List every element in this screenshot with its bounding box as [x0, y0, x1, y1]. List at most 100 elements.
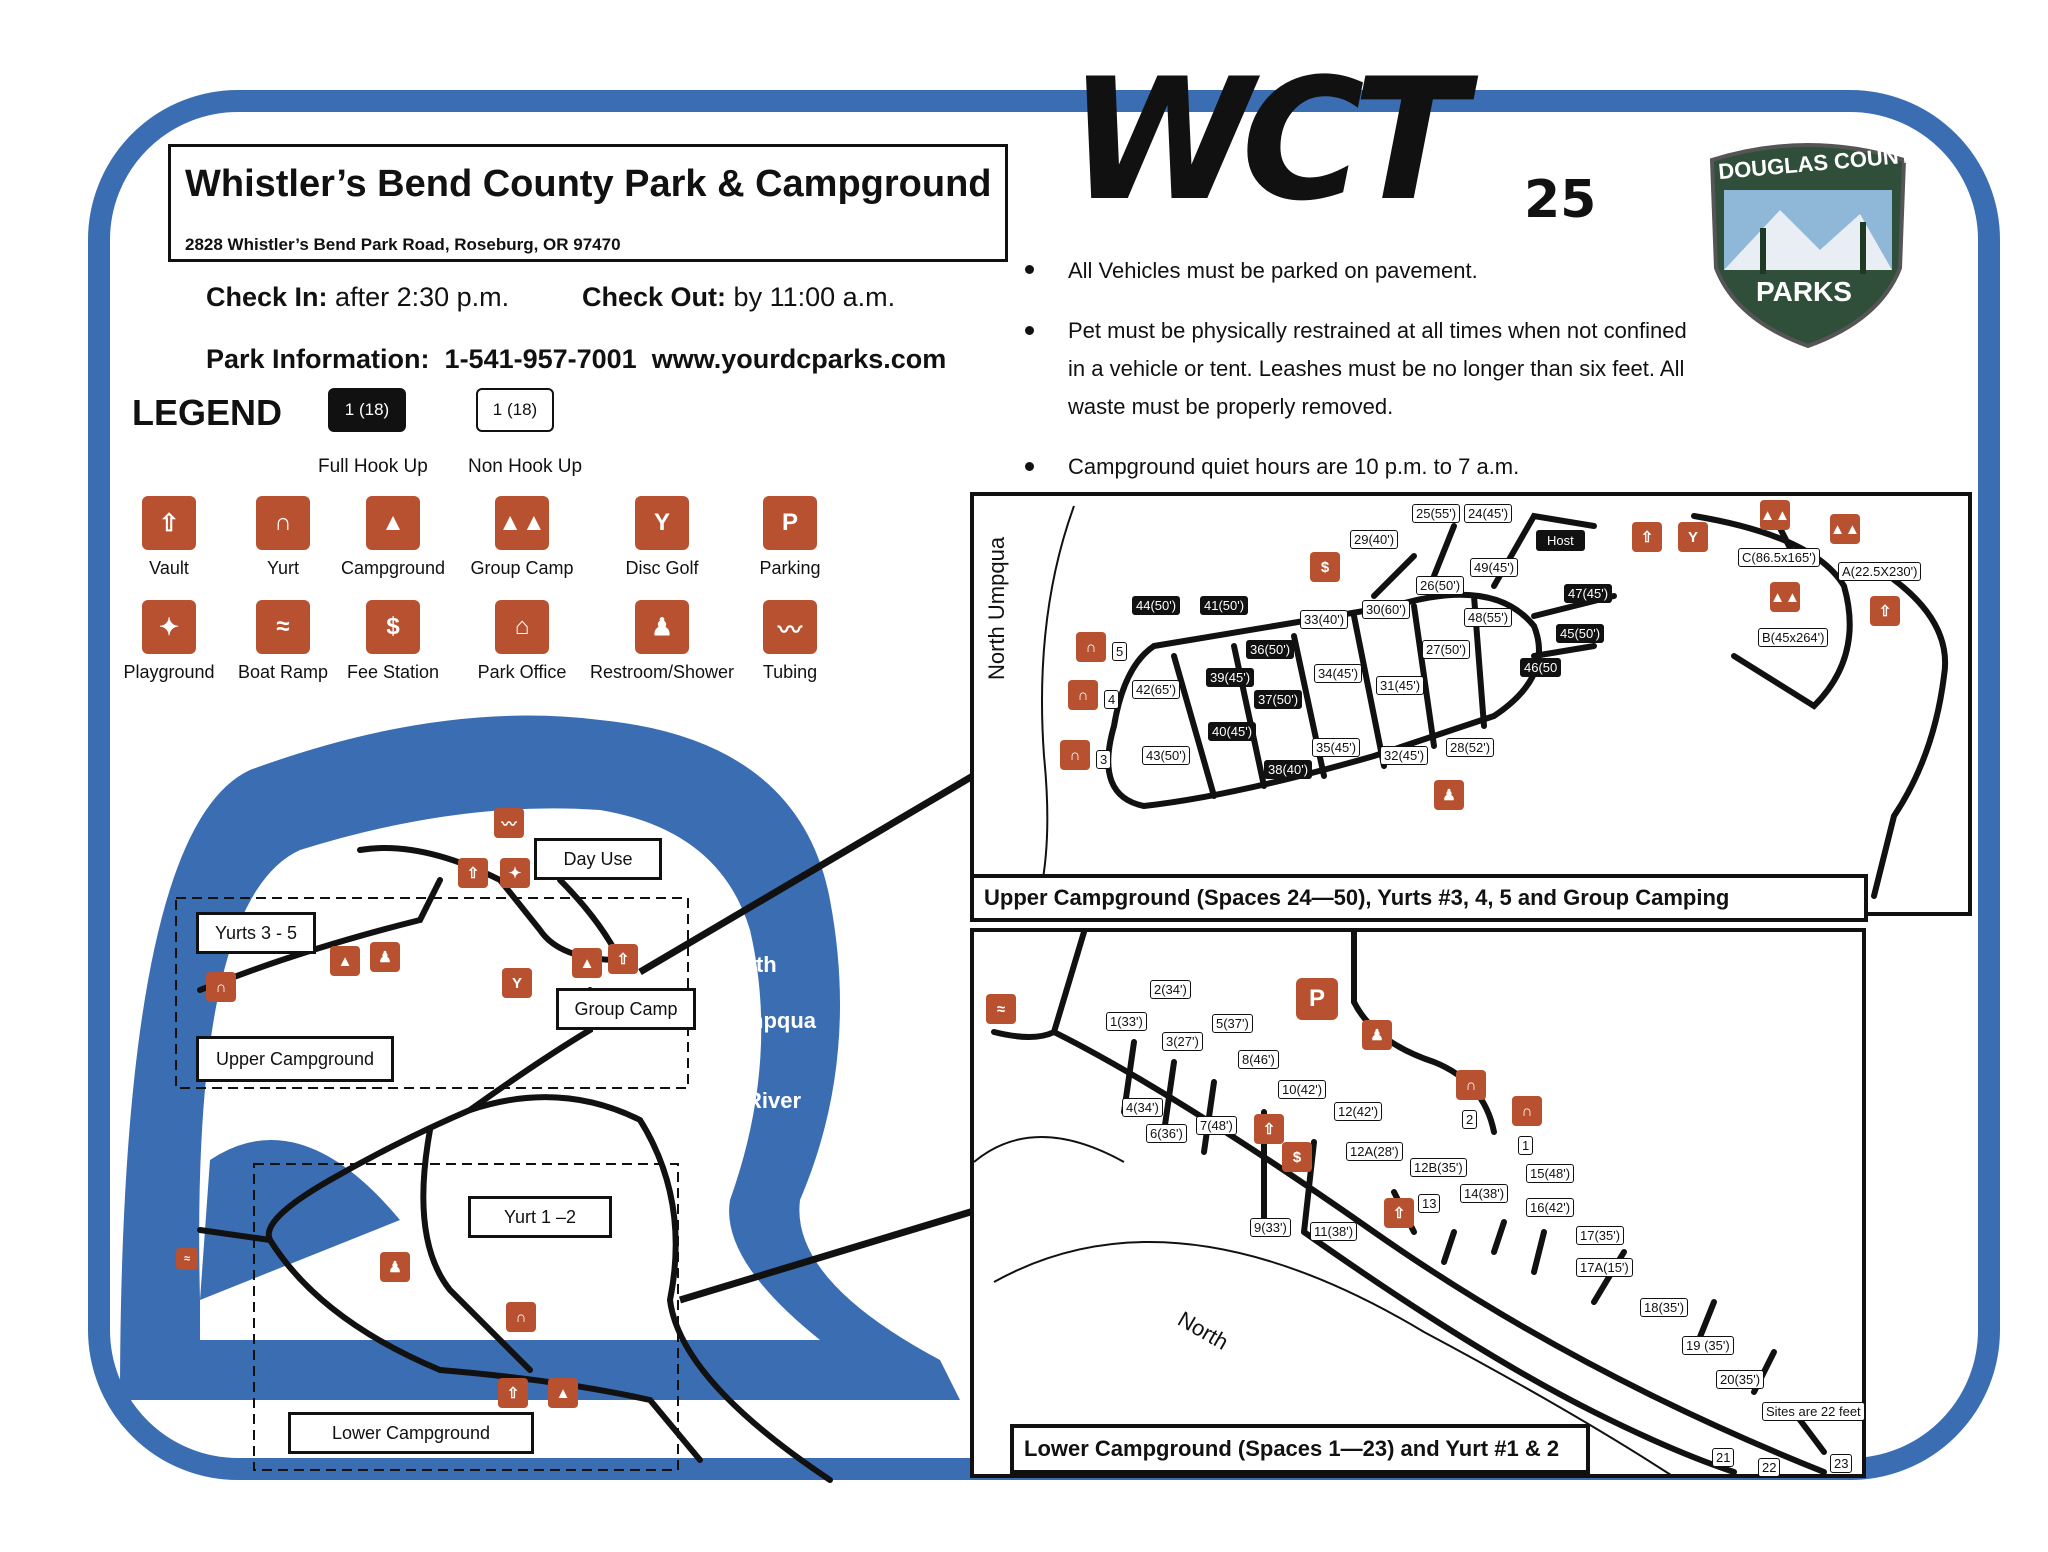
site-full-hookup: 44(50'): [1132, 596, 1181, 615]
fee-station-icon: $: [1282, 1142, 1312, 1172]
bullet-icon: [1025, 462, 1034, 471]
vault-icon: ⇧: [608, 944, 638, 974]
rule-pets: Pet must be physically restrained at all…: [1068, 318, 1687, 419]
group-camp-icon: ▲: [572, 948, 602, 978]
playground-icon: ✦: [142, 600, 196, 654]
legend-full-hookup-label: Full Hook Up: [318, 456, 428, 477]
tubing-icon: 〰: [763, 600, 817, 654]
disc-golf-icon: Y: [502, 968, 532, 998]
address: 2828 Whistler’s Bend Park Road, Roseburg…: [185, 235, 621, 254]
legend-label: Playground: [123, 662, 215, 682]
restroom-shower-icon: ♟: [370, 942, 400, 972]
campground-icon: ▲: [330, 946, 360, 976]
lower-site: 23: [1830, 1454, 1853, 1473]
rule-quiet-hours: Campground quiet hours are 10 p.m. to 7 …: [1068, 454, 1520, 479]
yurt-icon: ∩: [506, 1302, 536, 1332]
yurt-icon: ∩: [1060, 740, 1090, 770]
fee-station-icon: $: [366, 600, 420, 654]
lower-site: 12A(28'): [1346, 1142, 1403, 1161]
upper-campground-inset: [970, 492, 1972, 917]
legend-label: Boat Ramp: [237, 662, 329, 682]
lower-site: 14(38'): [1460, 1184, 1509, 1203]
site-group: B(45x264'): [1758, 628, 1829, 647]
lower-site: 11(38'): [1310, 1222, 1358, 1241]
legend-title: LEGEND: [132, 392, 283, 433]
lower-site: 10(42'): [1278, 1080, 1327, 1099]
badge-bottom-text: PARKS: [1756, 276, 1852, 307]
site-non-hookup: 43(50'): [1142, 746, 1191, 765]
legend-label: Group Camp: [470, 558, 574, 578]
group-camp-icon: ▲▲: [1770, 582, 1800, 612]
rule-parking: All Vehicles must be parked on pavement.: [1068, 258, 1478, 283]
site-non-hookup: 25(55'): [1412, 504, 1461, 523]
site-non-hookup: 31(45'): [1376, 676, 1425, 695]
bullet-icon: [1025, 265, 1034, 274]
vault-icon: ⇧: [1254, 1114, 1284, 1144]
lower-site: 15(48'): [1526, 1164, 1575, 1183]
label-upper-campground: Upper Campground: [196, 1036, 394, 1082]
legend-label: Campground: [340, 558, 446, 578]
lower-campground-caption: Lower Campground (Spaces 1—23) and Yurt …: [1010, 1424, 1590, 1474]
lower-site: 16(42'): [1526, 1198, 1575, 1217]
lower-site: 5(37'): [1212, 1014, 1253, 1033]
site-full-hookup: 47(45'): [1564, 584, 1613, 603]
campground-icon: ▲: [548, 1378, 578, 1408]
lower-site: 8(46'): [1238, 1050, 1279, 1069]
river-label-umpqua: Umpqua: [728, 1008, 816, 1033]
site-group: C(86.5x165'): [1738, 548, 1821, 567]
site-full-hookup: 41(50'): [1200, 596, 1249, 615]
legend-label: Park Office: [477, 662, 567, 682]
legend-label: Parking: [759, 558, 821, 578]
legend-label: Fee Station: [346, 662, 440, 682]
park-information: Park Information: 1-541-957-7001 www.you…: [206, 344, 947, 374]
yurt-icon: ∩: [256, 496, 310, 550]
yurt-icon: ∩: [1076, 632, 1106, 662]
legend-label: Yurt: [266, 558, 300, 578]
site-non-hookup: 30(60'): [1362, 600, 1411, 619]
yurt-number: 3: [1096, 750, 1112, 769]
check-out: Check Out: by 11:00 a.m.: [582, 282, 896, 312]
lower-site: 3(27'): [1162, 1032, 1203, 1051]
lower-site: 1(33'): [1106, 1012, 1147, 1031]
legend-full-hookup-badge: 1 (18): [328, 388, 406, 432]
restroom-shower-icon: ♟: [635, 600, 689, 654]
page-title: Whistler’s Bend County Park & Campground: [185, 163, 992, 205]
vault-icon: ⇧: [142, 496, 196, 550]
lower-site: 4(34'): [1122, 1098, 1163, 1117]
vault-icon: ⇧: [1632, 522, 1662, 552]
site-full-hookup: 39(45'): [1206, 668, 1255, 687]
lower-site: 2(34'): [1150, 980, 1191, 999]
parking-icon: P: [763, 496, 817, 550]
lower-site: 13: [1418, 1194, 1441, 1213]
site-non-hookup: 32(45'): [1380, 746, 1429, 765]
lower-site: 18(35'): [1640, 1298, 1689, 1317]
campground-icon: ▲: [366, 496, 420, 550]
park-office-icon: ⌂: [495, 600, 549, 654]
site-non-hookup: 24(45'): [1464, 504, 1513, 523]
site-full-hookup: 38(40'): [1264, 760, 1313, 779]
legend-label: Disc Golf: [625, 558, 699, 578]
vault-icon: ⇧: [1384, 1198, 1414, 1228]
site-full-hookup: 45(50'): [1556, 624, 1605, 643]
site-non-hookup: 27(50'): [1422, 640, 1471, 659]
site-non-hookup: 49(45'): [1470, 558, 1519, 577]
lower-site: 17A(15'): [1576, 1258, 1633, 1277]
site-non-hookup: 35(45'): [1312, 738, 1361, 757]
bullet-icon: [1025, 326, 1034, 335]
upper-river-label: North Umpqua: [984, 536, 1009, 680]
legend-label: Restroom/Shower: [589, 662, 735, 682]
lower-site: Sites are 22 feet: [1762, 1402, 1865, 1421]
boat-ramp-icon: ≈: [256, 600, 310, 654]
site-non-hookup: 28(52'): [1446, 738, 1495, 757]
lower-site: 9(33'): [1250, 1218, 1291, 1237]
lower-site: 12(42'): [1334, 1102, 1383, 1121]
lower-site: 21: [1712, 1448, 1735, 1467]
lower-site: 17(35'): [1576, 1226, 1625, 1245]
yurt-number: 1: [1518, 1136, 1534, 1155]
restroom-shower-icon: ♟: [1362, 1020, 1392, 1050]
site-non-hookup: 48(55'): [1464, 608, 1513, 627]
site-group: A(22.5X230'): [1838, 562, 1922, 581]
legend-label: Tubing: [762, 662, 818, 682]
host-site: Host: [1536, 530, 1585, 551]
disc-golf-icon: Y: [635, 496, 689, 550]
